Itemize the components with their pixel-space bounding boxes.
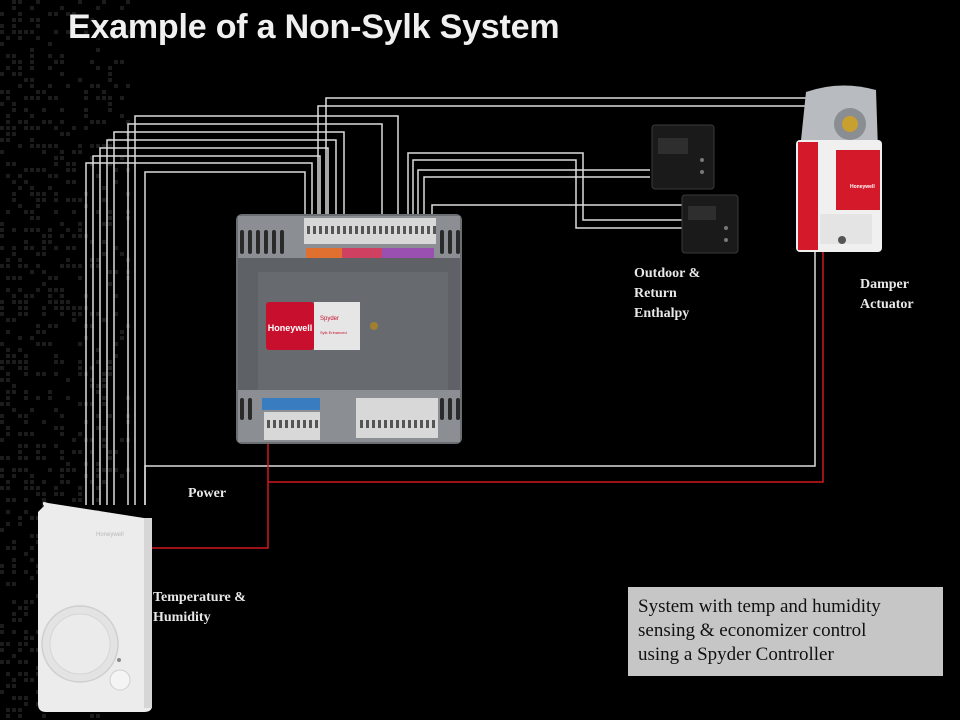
controller-model-text: Spyder (320, 316, 339, 322)
return-enthalpy-sensor (681, 194, 739, 254)
damper-actuator: Honeywell (796, 85, 882, 252)
caption-box: System with temp and humidity sensing & … (628, 587, 943, 676)
damper-actuator-label: Damper Actuator (860, 277, 914, 312)
sensor-signal-wires (85, 115, 399, 505)
caption-line: System with temp and humidity (638, 596, 881, 617)
caption-line: using a Spyder Controller (638, 644, 834, 665)
page-title: Example of a Non-Sylk System (68, 8, 560, 46)
outdoor-enthalpy-sensor (651, 124, 715, 190)
sensor-brand-text: Honeywell (96, 532, 124, 538)
temperature-humidity-sensor: Honeywell (38, 502, 152, 712)
spyder-controller: Honeywell Spyder Sylk Enhanced (236, 214, 462, 444)
enthalpy-label: Outdoor & Return Enthalpy (634, 266, 701, 321)
controller-brand-text: Honeywell (268, 323, 313, 333)
actuator-signal-wires (317, 97, 812, 222)
power-wires (144, 250, 824, 549)
caption-line: sensing & economizer control (638, 620, 867, 641)
controller-sub-text: Sylk Enhanced (320, 330, 347, 335)
power-label: Power (188, 486, 227, 501)
actuator-brand-text: Honeywell (850, 184, 875, 190)
sensor-label: Temperature & Humidity (153, 590, 246, 625)
